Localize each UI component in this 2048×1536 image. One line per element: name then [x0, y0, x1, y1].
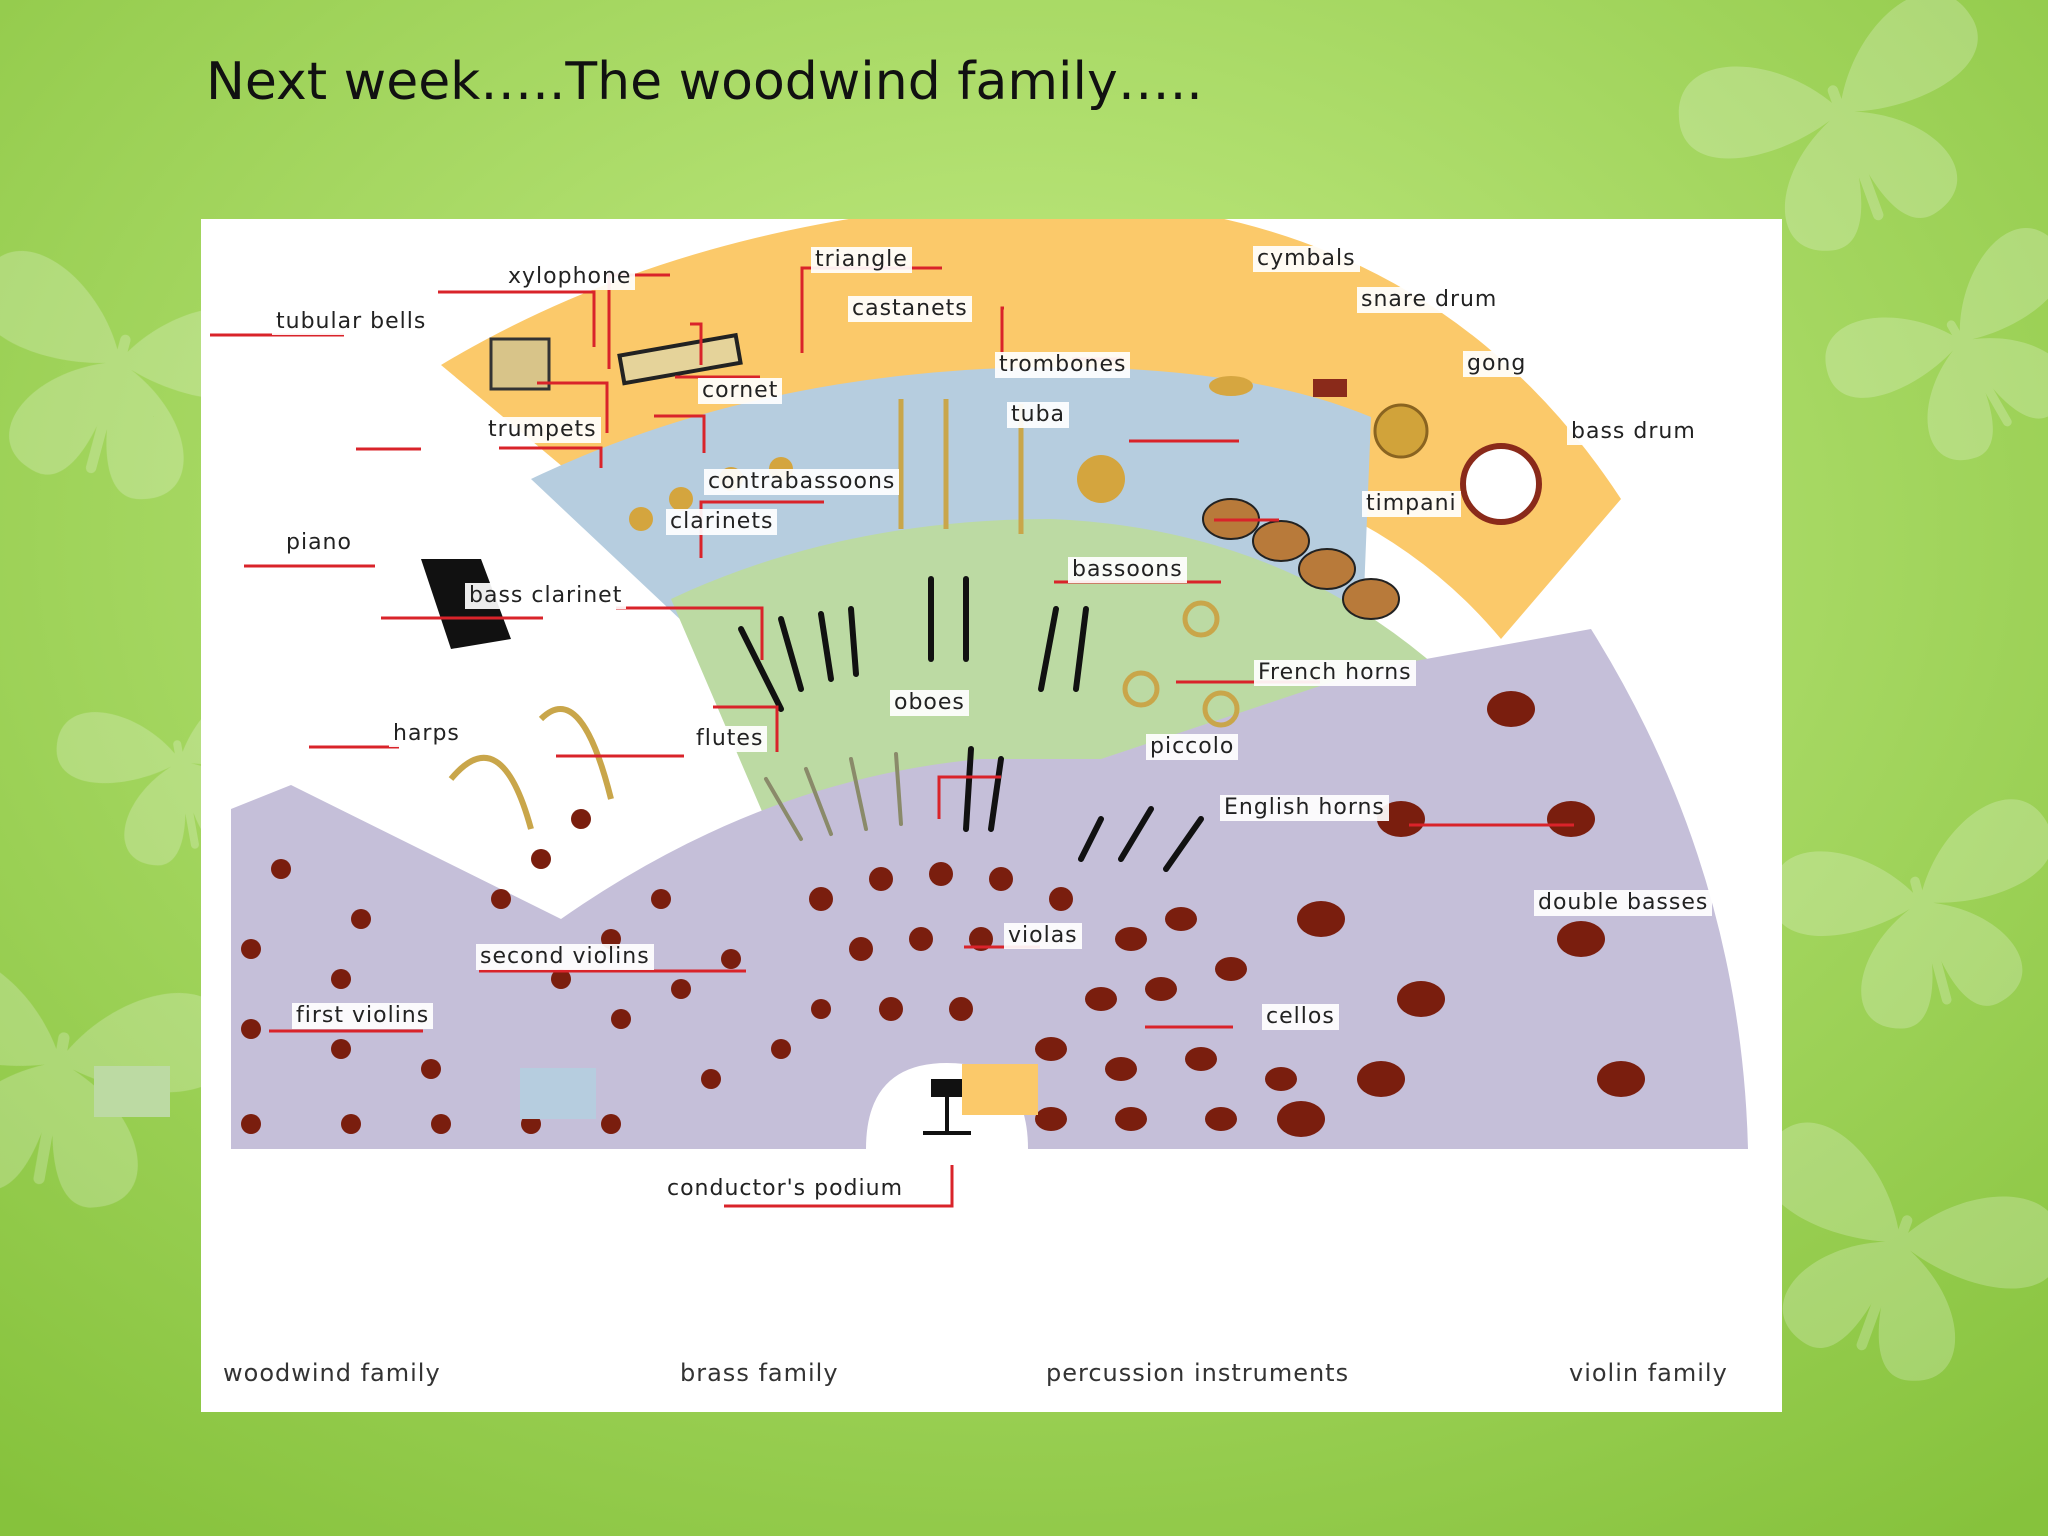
- timpani-icon: [1202, 498, 1400, 620]
- legend-label-percussion: percussion instruments: [1046, 1359, 1350, 1387]
- legend-swatch-violin: [1408, 1064, 1484, 1115]
- legend-label-woodwind: woodwind family: [223, 1359, 441, 1387]
- orchestra-diagram-graphics: [210, 219, 1748, 1208]
- label-bass-clarinet: bass clarinet: [465, 583, 627, 609]
- strings-section: [231, 629, 1748, 1149]
- label-contrabassoons: contrabassoons: [704, 469, 900, 495]
- label-triangle: triangle: [811, 247, 912, 273]
- label-piano: piano: [282, 530, 356, 556]
- label-clarinets: clarinets: [666, 509, 778, 535]
- label-snare-drum: snare drum: [1357, 287, 1502, 313]
- legend-swatch-brass: [520, 1068, 596, 1119]
- flutes-icon: [764, 752, 903, 841]
- label-second-violins: second violins: [476, 944, 654, 970]
- label-bassoons: bassoons: [1068, 557, 1187, 583]
- label-trumpets: trumpets: [484, 417, 601, 443]
- gong-icon: [1373, 403, 1429, 459]
- cellos-icon: [1035, 907, 1297, 1131]
- label-flutes: flutes: [692, 726, 768, 752]
- label-gong: gong: [1463, 351, 1531, 377]
- label-first-violins: first violins: [292, 1003, 434, 1029]
- legend-swatch-woodwind: [94, 1066, 170, 1117]
- label-cymbals: cymbals: [1253, 246, 1360, 272]
- label-castanets: castanets: [848, 296, 972, 322]
- label-bass-drum: bass drum: [1567, 419, 1700, 445]
- leader-lines: [210, 266, 1574, 1208]
- label-violas: violas: [1004, 923, 1082, 949]
- label-harps: harps: [389, 721, 464, 747]
- label-piccolo: piccolo: [1146, 734, 1239, 760]
- violas-icon: [809, 862, 1073, 1021]
- tubular-bells-icon: [489, 337, 551, 391]
- podium-icon: [923, 1079, 971, 1135]
- label-conductors-podium: conductor's podium: [663, 1176, 908, 1202]
- label-tubular-bells: tubular bells: [272, 309, 431, 335]
- label-english-horns: English horns: [1220, 795, 1389, 821]
- label-tuba: tuba: [1007, 402, 1070, 428]
- legend-swatch-percussion: [962, 1064, 1038, 1115]
- label-french-horns: French horns: [1254, 660, 1416, 686]
- legend-label-brass: brass family: [680, 1359, 839, 1387]
- bass-drum-icon: [1460, 443, 1542, 525]
- label-xylophone: xylophone: [504, 264, 636, 290]
- tuba-icon: [1077, 455, 1125, 503]
- double-basses-icon: [1277, 691, 1645, 1137]
- slide-title: Next week…..The woodwind family…..: [206, 52, 1203, 112]
- cymbals-icon: [1209, 376, 1253, 396]
- french-horns-icon: [1122, 600, 1240, 728]
- snare-drum-icon: [1313, 379, 1347, 397]
- legend-label-violin: violin family: [1569, 1359, 1728, 1387]
- label-double-basses: double basses: [1534, 890, 1713, 916]
- xylophone-icon: [617, 332, 743, 386]
- label-timpani: timpani: [1362, 491, 1461, 517]
- violins-icon: [241, 809, 831, 1134]
- label-cellos: cellos: [1262, 1004, 1339, 1030]
- label-oboes: oboes: [890, 690, 969, 716]
- orchestra-seating-diagram: xylophone tubular bells triangle castane…: [94, 219, 1782, 1412]
- woodwind-instruments-icon: [738, 576, 1204, 872]
- label-trombones: trombones: [995, 352, 1131, 378]
- harps-icon: [448, 706, 614, 830]
- label-cornet: cornet: [698, 378, 783, 404]
